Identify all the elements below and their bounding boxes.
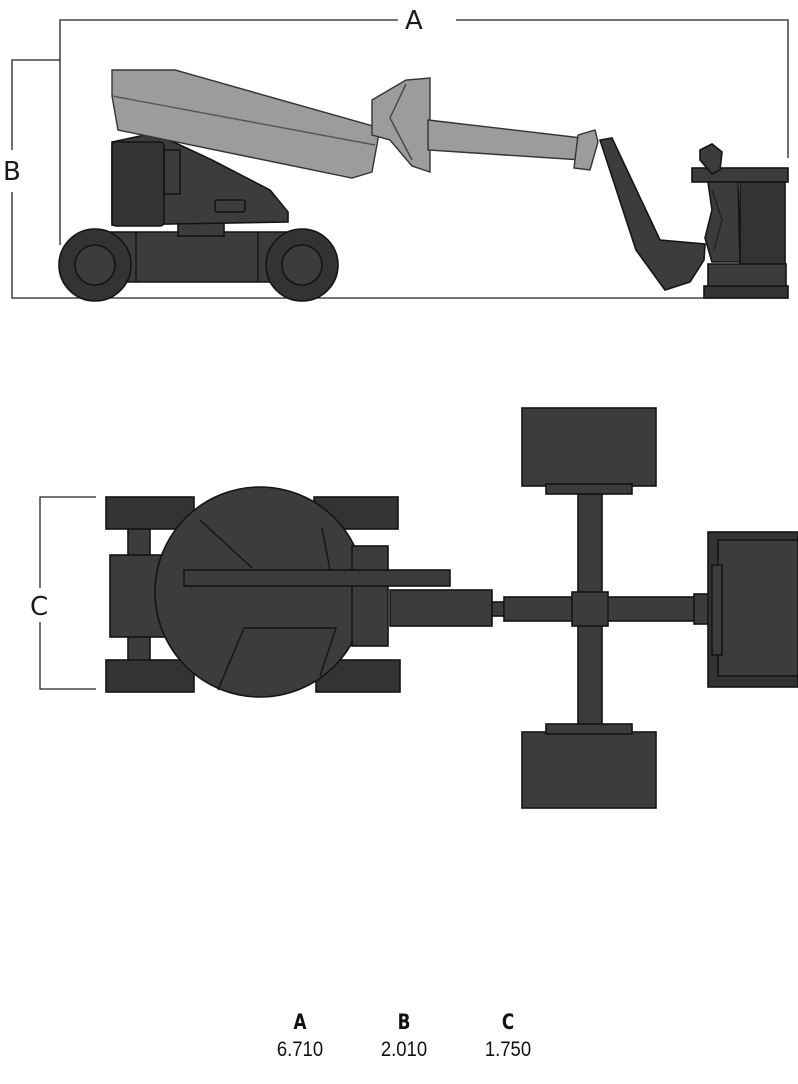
dimension-a-label: A bbox=[405, 6, 423, 36]
dimension-b-line bbox=[11, 59, 788, 299]
dimension-header-a: A bbox=[293, 1010, 307, 1034]
platform-bottom-block bbox=[521, 731, 657, 809]
dimension-value-c: 1.750 bbox=[484, 1038, 532, 1061]
boom-lift-diagram: .dk { fill: #3c3c3c; stroke: #141414; st… bbox=[3, 6, 798, 809]
rear-wheel bbox=[58, 228, 132, 302]
dimension-c-label: C bbox=[30, 592, 48, 622]
side-view: A B bbox=[3, 6, 789, 302]
upper-boom bbox=[427, 119, 583, 161]
dimension-a-line bbox=[59, 19, 789, 245]
front-wheel bbox=[265, 228, 339, 302]
dimension-header-c: C bbox=[501, 1010, 515, 1034]
boom-top bbox=[183, 569, 451, 587]
dimension-value-a: 6.710 bbox=[276, 1038, 324, 1061]
main-boom bbox=[111, 69, 381, 179]
basket bbox=[691, 143, 789, 299]
dimension-header-b: B bbox=[397, 1010, 411, 1034]
jib bbox=[598, 137, 706, 291]
dimension-b-label: B bbox=[3, 157, 21, 187]
wheel-top-left-lower bbox=[105, 659, 195, 693]
turret-top bbox=[154, 486, 366, 698]
dimensions-table: A B C 6.710 2.010 1.750 bbox=[248, 1008, 560, 1064]
platform-top-block bbox=[521, 407, 657, 487]
dimension-c-line bbox=[39, 496, 96, 690]
dimension-value-b: 2.010 bbox=[380, 1038, 428, 1061]
top-view: C bbox=[30, 407, 798, 809]
boom-knuckle bbox=[371, 77, 431, 173]
